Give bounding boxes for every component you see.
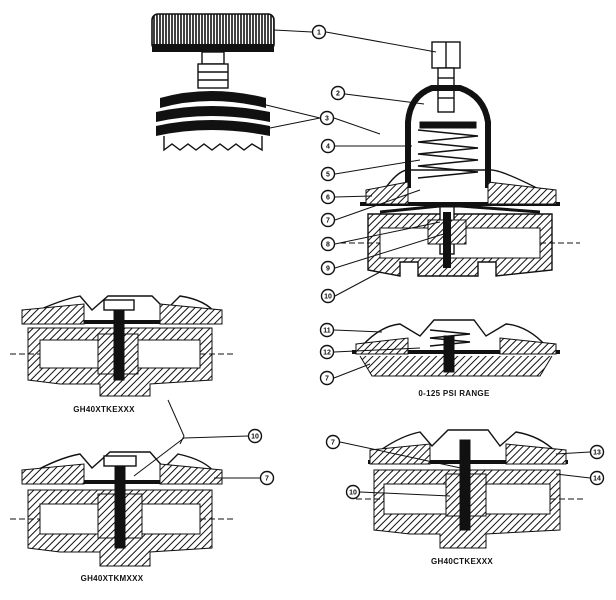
model-caption-gh40xtkmxxx: GH40XTKMXXX: [81, 574, 144, 583]
cutaway-gh40ctkexxx: [356, 429, 584, 549]
adjusting-knob: [151, 13, 275, 89]
callout-7: 7: [320, 212, 336, 228]
callout-7d: 7: [325, 434, 341, 450]
svg-text:13: 13: [593, 450, 601, 457]
callout-2: 2: [330, 85, 346, 101]
svg-text:12: 12: [323, 350, 331, 357]
svg-text:10: 10: [324, 294, 332, 301]
svg-text:7: 7: [325, 376, 329, 383]
callout-12: 12: [319, 344, 335, 360]
callout-10c: 10: [345, 484, 361, 500]
svg-text:7: 7: [331, 440, 335, 447]
callout-10: 10: [320, 288, 336, 304]
leader-lines: [133, 29, 591, 497]
low-range-detail: [352, 319, 560, 377]
svg-text:9: 9: [326, 266, 330, 273]
callout-8: 8: [320, 236, 336, 252]
svg-text:2: 2: [336, 91, 340, 98]
range-spring: [417, 121, 479, 179]
model-caption-gh40ctkexxx: GH40CTKEXXX: [431, 557, 493, 566]
svg-text:8: 8: [326, 242, 330, 249]
svg-text:11: 11: [323, 328, 331, 335]
svg-text:1: 1: [317, 30, 321, 37]
callout-7c: 7: [259, 470, 275, 486]
svg-text:10: 10: [251, 434, 259, 441]
cutaway-gh40xtkexxx: [10, 295, 234, 397]
callout-7b: 7: [319, 370, 335, 386]
model-caption-gh40xtkexxx: GH40XTKEXXX: [73, 405, 135, 414]
cutaway-gh40xtkmxxx: [10, 451, 234, 567]
callout-3: 3: [319, 110, 335, 126]
callout-4: 4: [320, 138, 336, 154]
callout-10b: 10: [247, 428, 263, 444]
callout-markers: 1 2 3 4 5 6 7 8 9 10 11 12 7 10 7 7 10 1…: [247, 24, 605, 500]
callout-5: 5: [320, 166, 336, 182]
callout-6: 6: [320, 189, 336, 205]
svg-text:7: 7: [265, 476, 269, 483]
svg-text:7: 7: [326, 218, 330, 225]
regulator-cutaway-main: [340, 41, 580, 277]
svg-text:10: 10: [349, 490, 357, 497]
callout-11: 11: [319, 322, 335, 338]
callout-9: 9: [320, 260, 336, 276]
svg-text:6: 6: [326, 195, 330, 202]
svg-text:5: 5: [326, 172, 330, 179]
svg-text:3: 3: [325, 116, 329, 123]
psi-range-caption: 0-125 PSI RANGE: [418, 389, 490, 398]
bellows-seal: [156, 91, 270, 152]
svg-text:4: 4: [326, 144, 330, 151]
callout-14: 14: [589, 470, 605, 486]
callout-13: 13: [589, 444, 605, 460]
svg-text:14: 14: [593, 476, 601, 483]
callout-1: 1: [311, 24, 327, 40]
